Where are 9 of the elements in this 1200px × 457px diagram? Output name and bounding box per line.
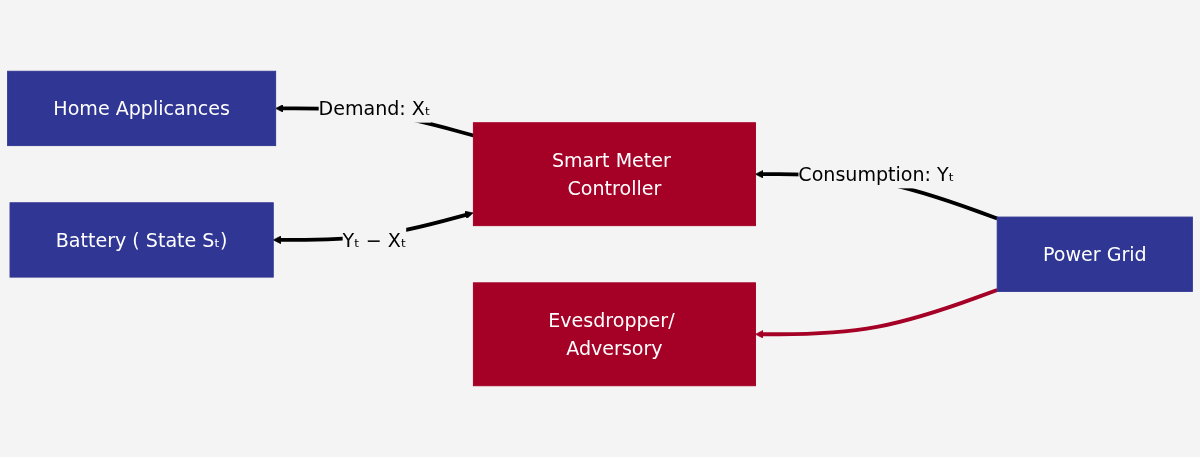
arrow xyxy=(755,288,998,339)
edge-label: Consumption: Yₜ xyxy=(798,162,955,186)
node-box: Battery ( State Sₜ) xyxy=(9,202,274,278)
edge-label: Demand: Xₜ xyxy=(318,96,431,120)
node-box: Home Applicances xyxy=(7,70,277,147)
edge-label: Yₜ − Xₜ xyxy=(342,228,407,252)
node-box: Power Grid xyxy=(996,216,1193,292)
node-box: Smart Meter Controller xyxy=(472,122,756,227)
node-box: Evesdropper/ Adversory xyxy=(472,282,756,387)
